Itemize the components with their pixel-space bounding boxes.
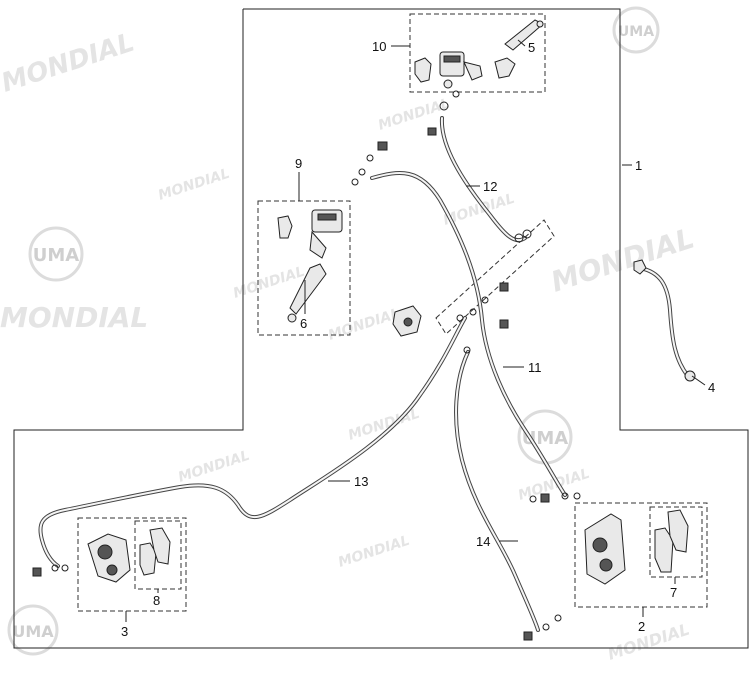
watermark-text: MONDIAL bbox=[336, 533, 411, 571]
svg-text:UMA: UMA bbox=[12, 622, 54, 641]
rear-caliper bbox=[584, 513, 626, 585]
callout-14: 14 bbox=[476, 534, 490, 549]
group-box-10 bbox=[409, 13, 546, 93]
callout-7: 7 bbox=[670, 585, 677, 600]
watermark-text: MONDIAL bbox=[346, 406, 421, 444]
callout-2: 2 bbox=[638, 619, 645, 634]
uma-logo-watermark: UMA bbox=[7, 604, 59, 656]
callout-5: 5 bbox=[528, 40, 535, 55]
front-brake-pads bbox=[139, 527, 171, 576]
svg-text:UMA: UMA bbox=[618, 24, 654, 40]
callout-9: 9 bbox=[295, 156, 302, 171]
watermark-text: MONDIAL bbox=[547, 221, 698, 298]
group-box-2 bbox=[574, 502, 708, 608]
fittings bbox=[32, 90, 581, 641]
watermark-text: MONDIAL bbox=[326, 306, 401, 344]
callout-1: 1 bbox=[635, 158, 642, 173]
rear-brake-pads bbox=[654, 509, 689, 573]
front-master-cylinder bbox=[414, 51, 483, 89]
watermark-text: MONDIAL bbox=[605, 620, 691, 664]
uma-logo-watermark: UMA bbox=[28, 226, 84, 282]
callout-4: 4 bbox=[708, 380, 715, 395]
hoses bbox=[38, 116, 690, 632]
abs-sensor bbox=[633, 259, 696, 382]
watermark-text: MONDIAL bbox=[516, 466, 591, 504]
watermark-text: MONDIAL bbox=[0, 28, 138, 99]
callout-11: 11 bbox=[528, 360, 542, 375]
callout-13: 13 bbox=[354, 474, 368, 489]
rear-brake-lever bbox=[287, 263, 327, 323]
front-caliper bbox=[87, 533, 131, 583]
uma-logo-watermark: UMA bbox=[517, 409, 573, 465]
rear-master-cylinder bbox=[277, 209, 343, 259]
callout-6: 6 bbox=[300, 316, 307, 331]
group-box-9 bbox=[257, 200, 351, 336]
callout-8: 8 bbox=[153, 593, 160, 608]
watermark-text: MONDIAL bbox=[176, 448, 251, 486]
uma-logo-watermark: UMA bbox=[612, 6, 660, 54]
group-box-3 bbox=[77, 517, 187, 612]
svg-text:UMA: UMA bbox=[33, 245, 80, 266]
assembly-outline bbox=[13, 8, 749, 649]
splitter-dashed-frame bbox=[435, 219, 555, 335]
brake-splitter-block bbox=[392, 305, 422, 337]
callout-10: 10 bbox=[372, 39, 386, 54]
callouts: 1 2 3 4 5 6 7 8 9 10 11 12 13 14 bbox=[121, 39, 715, 639]
leader-lines bbox=[125, 39, 706, 622]
callout-12: 12 bbox=[483, 179, 497, 194]
callout-3: 3 bbox=[121, 624, 128, 639]
front-brake-lever bbox=[494, 19, 544, 79]
group-box-7 bbox=[649, 506, 703, 578]
watermark-text: MONDIAL bbox=[0, 301, 148, 334]
watermark-text: MONDIAL bbox=[156, 166, 231, 204]
